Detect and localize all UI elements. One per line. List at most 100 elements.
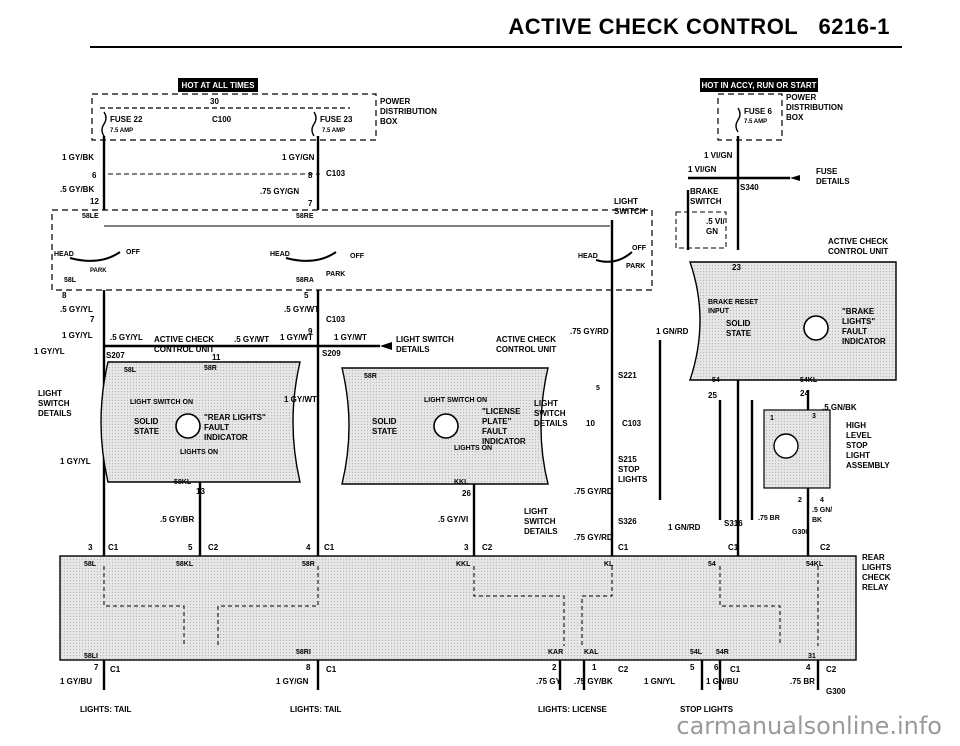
- active-check-control-unit: [689, 261, 897, 381]
- svg-text:POWER: POWER: [786, 93, 816, 102]
- svg-text:SOLID: SOLID: [372, 417, 397, 426]
- svg-text:SWITCH: SWITCH: [690, 197, 722, 206]
- svg-text:G300: G300: [826, 687, 846, 696]
- svg-text:KAR: KAR: [548, 649, 563, 656]
- svg-text:S207: S207: [106, 351, 125, 360]
- svg-text:.75 GY: .75 GY: [536, 677, 562, 686]
- svg-text:C2: C2: [820, 543, 831, 552]
- svg-text:C1: C1: [730, 665, 741, 674]
- svg-text:"BRAKE: "BRAKE: [842, 307, 875, 316]
- svg-text:CHECK: CHECK: [862, 573, 891, 582]
- svg-text:13: 13: [196, 487, 205, 496]
- svg-text:LIGHTS": LIGHTS": [842, 317, 875, 326]
- svg-text:1 GY/BU: 1 GY/BU: [60, 677, 92, 686]
- svg-text:3: 3: [464, 543, 469, 552]
- svg-text:LEVEL: LEVEL: [846, 431, 872, 440]
- svg-text:.5 GY/BR: .5 GY/BR: [160, 515, 194, 524]
- svg-text:.75 GY/RD: .75 GY/RD: [574, 487, 613, 496]
- svg-text:.75 GY/GN: .75 GY/GN: [260, 187, 299, 196]
- svg-text:CONTROL UNIT: CONTROL UNIT: [828, 247, 888, 256]
- svg-text:HIGH: HIGH: [846, 421, 866, 430]
- svg-text:1 GY/YL: 1 GY/YL: [60, 457, 91, 466]
- svg-text:DISTRIBUTION: DISTRIBUTION: [380, 107, 437, 116]
- brake-fault-led-icon: [803, 315, 829, 341]
- svg-text:1 GY/GN: 1 GY/GN: [276, 677, 309, 686]
- svg-text:58RA: 58RA: [296, 277, 314, 284]
- svg-text:58KL: 58KL: [174, 479, 192, 486]
- svg-text:C2: C2: [482, 543, 493, 552]
- output-tail-left: LIGHTS: TAIL: [80, 705, 132, 714]
- svg-text:9: 9: [308, 327, 313, 336]
- svg-text:S209: S209: [322, 349, 341, 358]
- svg-text:30: 30: [210, 97, 219, 106]
- svg-text:8: 8: [308, 171, 313, 180]
- svg-text:INDICATOR: INDICATOR: [842, 337, 886, 346]
- svg-text:.5 VI/: .5 VI/: [706, 217, 725, 226]
- svg-text:LIGHT SWITCH ON: LIGHT SWITCH ON: [424, 397, 487, 404]
- svg-text:5: 5: [188, 543, 193, 552]
- fuse-22-label: FUSE 22: [110, 115, 143, 124]
- svg-text:58R: 58R: [302, 561, 315, 568]
- svg-text:S316: S316: [724, 519, 743, 528]
- svg-text:58RI: 58RI: [296, 649, 311, 656]
- svg-text:C1: C1: [326, 665, 337, 674]
- svg-text:HEAD: HEAD: [54, 251, 74, 258]
- svg-text:LIGHT: LIGHT: [524, 507, 548, 516]
- power-distribution-box-left: [91, 93, 377, 141]
- svg-text:PARK: PARK: [326, 271, 345, 278]
- svg-text:KAL: KAL: [584, 649, 599, 656]
- svg-text:12: 12: [90, 197, 99, 206]
- fuse-6-icon: [735, 107, 741, 133]
- svg-text:1 GY/GN: 1 GY/GN: [282, 153, 315, 162]
- svg-text:SWITCH: SWITCH: [38, 399, 70, 408]
- svg-text:LIGHTS: LIGHTS: [618, 475, 648, 484]
- svg-text:ACTIVE CHECK: ACTIVE CHECK: [496, 335, 556, 344]
- svg-text:C2: C2: [826, 665, 837, 674]
- svg-text:KL: KL: [604, 561, 614, 568]
- svg-text:.75 GY/RD: .75 GY/RD: [574, 533, 613, 542]
- svg-text:1 GN/RD: 1 GN/RD: [656, 327, 689, 336]
- svg-text:BK: BK: [812, 517, 822, 524]
- svg-text:58L: 58L: [84, 561, 97, 568]
- fuse-23-icon: [311, 111, 317, 137]
- svg-text:.5 GY/VI: .5 GY/VI: [438, 515, 468, 524]
- svg-text:LIGHT: LIGHT: [614, 197, 638, 206]
- svg-text:C1: C1: [108, 543, 119, 552]
- svg-text:LIGHT: LIGHT: [38, 389, 62, 398]
- rear-lights-check-relay: [59, 555, 857, 661]
- svg-text:OFF: OFF: [632, 245, 647, 252]
- svg-text:REAR: REAR: [862, 553, 885, 562]
- svg-text:KKL: KKL: [456, 561, 471, 568]
- svg-text:C100: C100: [212, 115, 232, 124]
- svg-text:54: 54: [712, 377, 720, 384]
- svg-text:ACTIVE CHECK: ACTIVE CHECK: [154, 335, 214, 344]
- svg-text:HEAD: HEAD: [578, 253, 598, 260]
- svg-text:STOP: STOP: [846, 441, 868, 450]
- svg-text:.5 GY/YL: .5 GY/YL: [110, 333, 143, 342]
- svg-text:S221: S221: [618, 371, 637, 380]
- svg-text:.5 GY/YL: .5 GY/YL: [60, 305, 93, 314]
- svg-text:23: 23: [732, 263, 741, 272]
- svg-text:CONTROL UNIT: CONTROL UNIT: [496, 345, 556, 354]
- svg-text:PARK: PARK: [90, 268, 107, 274]
- svg-text:G300: G300: [792, 529, 809, 536]
- svg-text:7.5 AMP: 7.5 AMP: [744, 119, 767, 125]
- svg-text:PLATE": PLATE": [482, 417, 512, 426]
- svg-text:BRAKE: BRAKE: [690, 187, 719, 196]
- fuse-22-icon: [101, 111, 107, 137]
- svg-text:54L: 54L: [690, 649, 703, 656]
- svg-text:"REAR LIGHTS": "REAR LIGHTS": [204, 413, 266, 422]
- svg-text:POWER: POWER: [380, 97, 410, 106]
- svg-text:SWITCH: SWITCH: [534, 409, 566, 418]
- svg-text:DETAILS: DETAILS: [38, 409, 72, 418]
- svg-text:BOX: BOX: [380, 117, 398, 126]
- power-distribution-box-right: [717, 93, 783, 141]
- svg-text:3: 3: [812, 413, 816, 420]
- watermark: carmanualsonline.info: [676, 712, 942, 740]
- svg-text:DETAILS: DETAILS: [396, 345, 430, 354]
- brake-switch-box: [675, 211, 727, 249]
- svg-text:KKL: KKL: [454, 479, 469, 486]
- svg-text:C103: C103: [326, 169, 346, 178]
- svg-text:DETAILS: DETAILS: [816, 177, 850, 186]
- svg-text:CONTROL UNIT: CONTROL UNIT: [154, 345, 214, 354]
